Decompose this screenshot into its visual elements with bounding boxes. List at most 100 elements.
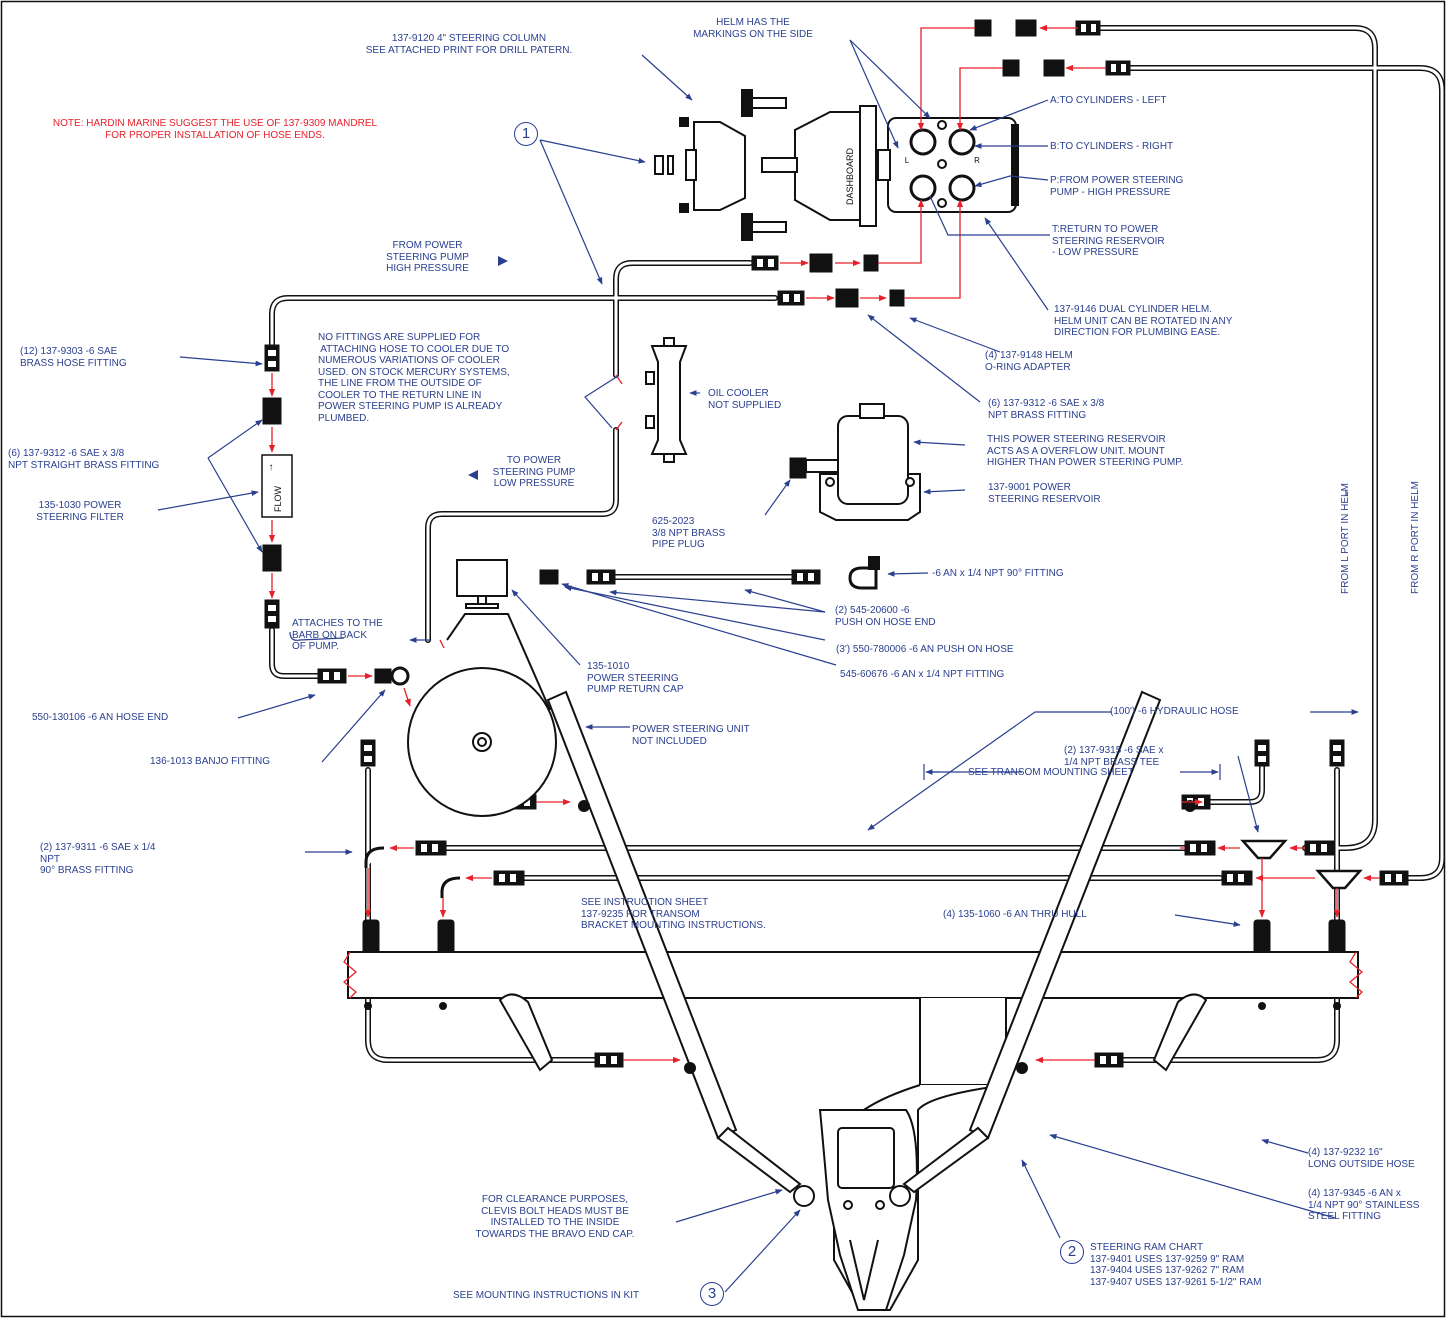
hose-end: [1304, 840, 1336, 856]
hose-end: [1094, 1052, 1124, 1068]
callout-number-2: 2: [1060, 1240, 1084, 1264]
hose-end: [1329, 739, 1345, 767]
label-return-cap: 135-1010 POWER STEERING PUMP RETURN CAP: [587, 661, 684, 695]
ps-filter: [261, 454, 293, 518]
hose-end: [1379, 870, 1409, 886]
label-port-b: B:TO CYLINDERS - RIGHT: [1050, 141, 1174, 152]
label-brass-hose-fitting: (12) 137-9303 -6 SAE BRASS HOSE FITTING: [20, 346, 127, 369]
oring-adapter: [1002, 59, 1020, 77]
oring-adapter: [974, 19, 992, 37]
callout-number-3: 3: [700, 1282, 724, 1306]
hose-end: [751, 255, 779, 271]
callout-number-1: 1: [514, 122, 538, 146]
label-note: NOTE: HARDIN MARINE SUGGEST THE USE OF 1…: [52, 118, 378, 141]
label-from-pump-high: FROM POWER STEERING PUMP HIGH PRESSURE: [386, 240, 469, 274]
label-push-on-end: (2) 545-20600 -6 PUSH ON HOSE END: [835, 605, 936, 628]
thru-hull: [437, 919, 455, 955]
label-outside-hose: (4) 137-9232 16" LONG OUTSIDE HOSE: [1308, 1147, 1415, 1170]
label-reservoir: 137-9001 POWER STEERING RESERVOIR: [988, 482, 1101, 505]
label-mounting-kit: SEE MOUNTING INSTRUCTIONS IN KIT: [453, 1290, 640, 1301]
label-stainless-fitting: (4) 137-9345 -6 AN x 1/4 NPT 90° STAINLE…: [1308, 1188, 1420, 1222]
elbow-fittings: [364, 566, 878, 898]
sae-fitting: [262, 544, 282, 572]
label-npt-brass-fitting: (6) 137-9312 -6 SAE x 3/8 NPT BRASS FITT…: [988, 398, 1105, 421]
hose-end: [415, 840, 447, 856]
port-r-mark: R: [974, 156, 980, 165]
label-to-pump-low: TO POWER STEERING PUMP LOW PRESSURE: [492, 455, 576, 489]
label-npt-fitting: 545-60676 -6 AN x 1/4 NPT FITTING: [840, 669, 1005, 680]
hose-lines: [269, 25, 1445, 1063]
label-ram-chart: STEERING RAM CHART 137-9401 USES 137-925…: [1090, 1242, 1262, 1288]
hose-end: [317, 668, 347, 684]
push-on-end: [586, 569, 616, 585]
label-instruction-sheet: SEE INSTRUCTION SHEET 137-9235 FOR TRANS…: [581, 897, 766, 931]
outdrive: [818, 1109, 918, 1311]
hose-end: [264, 599, 280, 629]
oring-adapter: [863, 254, 879, 272]
label-no-fittings: NO FITTINGS ARE SUPPLIED FOR ATTACHING H…: [318, 332, 510, 424]
sae-fitting: [1015, 19, 1037, 37]
label-straight-fitting: (6) 137-9312 -6 SAE x 3/8 NPT STRAIGHT B…: [8, 448, 160, 471]
hose-end: [360, 739, 376, 767]
hose-end: [1105, 60, 1131, 76]
label-hose-end: 550-130106 -6 AN HOSE END: [32, 712, 169, 723]
thru-hull: [1253, 919, 1271, 955]
npt-fitting: [539, 569, 559, 585]
hose-cyl-right-inner: [1207, 762, 1265, 805]
oring-adapter: [889, 289, 905, 307]
label-ps-unit: POWER STEERING UNIT NOT INCLUDED: [632, 724, 750, 747]
cylinders: [498, 690, 1208, 1207]
label-banjo: 136-1013 BANJO FITTING: [150, 756, 271, 767]
hose-cooler-supply: [613, 260, 753, 378]
flow-label: FLOW: [273, 485, 283, 512]
sae-fitting: [835, 288, 859, 308]
ps-reservoir: [805, 403, 921, 521]
label-thru-hull: (4) 135-1060 -6 AN THRU HULL: [943, 909, 1087, 920]
label-port-t: T:RETURN TO POWER STEERING RESERVOIR - L…: [1052, 224, 1165, 258]
ps-pump: [407, 559, 557, 817]
flow-arrows: [268, 24, 1380, 1064]
banjo-body: [374, 668, 392, 684]
label-port-a: A:TO CYLINDERS - LEFT: [1050, 95, 1167, 106]
flow-dir-left: [468, 470, 478, 480]
zigzag-edges: [342, 951, 1364, 999]
label-transom-sheet: SEE TRANSOM MOUNTING SHEET: [968, 767, 1134, 778]
flow-dir-right: [498, 256, 508, 266]
label-from-r-port: FROM R PORT IN HELM: [1410, 481, 1421, 594]
hose-end: [777, 290, 805, 306]
label-port-p: P:FROM POWER STEERING PUMP - HIGH PRESSU…: [1050, 175, 1184, 198]
label-oil-cooler: OIL COOLER NOT SUPPLIED: [708, 388, 782, 411]
hose-end: [1075, 20, 1101, 36]
steering-column: [654, 89, 877, 241]
sae-fitting: [1043, 59, 1065, 77]
oil-cooler: [645, 337, 688, 463]
leader-lines: [157, 39, 1359, 1293]
banjo-ring: [390, 666, 410, 686]
hose-end: [1221, 870, 1253, 886]
brass-tees: [1240, 839, 1363, 890]
label-helm-markings: HELM HAS THE MARKINGS ON THE SIDE: [693, 17, 813, 40]
port-l-mark: L: [905, 156, 910, 165]
push-on-end: [791, 569, 821, 585]
label-steering-column: 137-9120 4" STEERING COLUMN SEE ATTACHED…: [365, 33, 573, 56]
hose-end: [493, 870, 525, 886]
thru-hull: [362, 919, 380, 955]
pipe-plug: [789, 457, 807, 479]
label-brass-tee: (2) 137-9315 -6 SAE x 1/4 NPT BRASS TEE: [1064, 745, 1164, 768]
dashboard-label: DASHBOARD: [845, 147, 855, 205]
label-clevis: FOR CLEARANCE PURPOSES, CLEVIS BOLT HEAD…: [475, 1194, 635, 1240]
thru-hull: [1328, 919, 1346, 955]
label-from-l-port: FROM L PORT IN HELM: [1340, 483, 1351, 594]
filter-arrow: ↑: [269, 462, 274, 473]
label-fitting-90: -6 AN x 1/4 NPT 90° FITTING: [932, 568, 1064, 579]
label-hydraulic-hose: (100') -6 HYDRAULIC HOSE: [1110, 706, 1239, 717]
hose-end: [1184, 840, 1216, 856]
label-push-on-hose: (3') 550-780006 -6 AN PUSH ON HOSE: [836, 644, 1014, 655]
shape-text: DASHBOARD FLOW ↑ L R: [269, 147, 981, 512]
hose-end: [594, 1052, 624, 1068]
label-brass-90: (2) 137-9311 -6 SAE x 1/4 NPT 90° BRASS …: [40, 842, 156, 876]
helm-unit: [877, 117, 1019, 213]
label-attaches-barb: ATTACHES TO THE BARB ON BACK OF PUMP.: [292, 618, 383, 652]
